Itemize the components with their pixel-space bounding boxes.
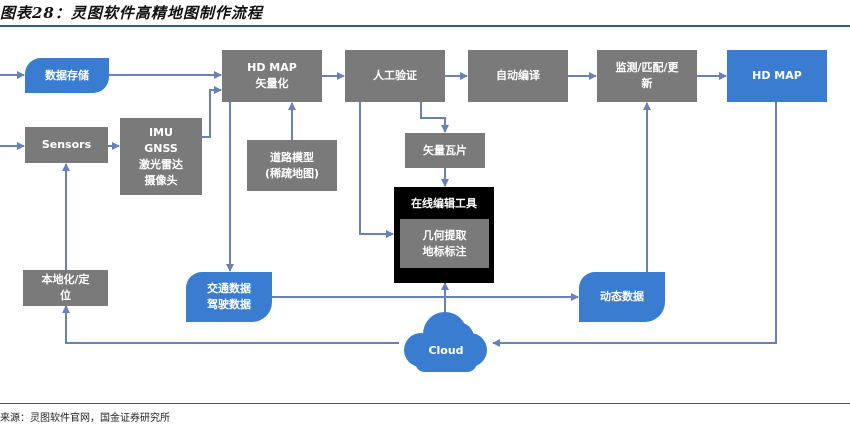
node-cloud-label: Cloud [428, 344, 464, 357]
node-traffic-driving-data: 交通数据 驾驶数据 [186, 272, 272, 322]
node-vector-tiles: 矢量瓦片 [405, 133, 485, 168]
node-road-model: 道路模型 (稀疏地图) [247, 140, 337, 191]
cloud-icon [404, 312, 487, 372]
arrow-imu-to-vectorize [202, 86, 222, 138]
arrow-cloud-to-localization [62, 305, 399, 344]
online-editor-title: 在线编辑工具 [411, 197, 477, 210]
node-monitor-update: 监测/匹配/更 新 [597, 50, 697, 102]
arrow-verify-to-tiles [420, 102, 449, 133]
arrow-verify-to-editor [359, 102, 394, 238]
arrow-hdmap-to-cloud [492, 102, 777, 347]
node-dynamic-data: 动态数据 [579, 272, 665, 322]
node-data-storage: 数据存储 [25, 58, 109, 93]
bottom-rule [0, 403, 850, 404]
node-localization: 本地化/定 位 [23, 270, 108, 306]
node-sensors: Sensors [25, 127, 108, 163]
figure-title: 图表28：灵图软件高精地图制作流程 [0, 4, 263, 22]
node-manual-verify: 人工验证 [345, 50, 445, 102]
node-online-editor: 在线编辑工具 几何提取 地标标注 [394, 187, 494, 283]
source-note: 来源：灵图软件官网，国金证券研究所 [0, 413, 170, 424]
top-rule [0, 25, 850, 27]
node-auto-compile: 自动编译 [468, 50, 568, 102]
node-sensor-types: IMU GNSS 激光雷达 摄像头 [120, 118, 202, 195]
node-hdmap-output: HD MAP [727, 50, 827, 102]
node-hdmap-vectorize: HD MAP 矢量化 [222, 50, 322, 102]
online-editor-body: 几何提取 地标标注 [400, 219, 489, 268]
